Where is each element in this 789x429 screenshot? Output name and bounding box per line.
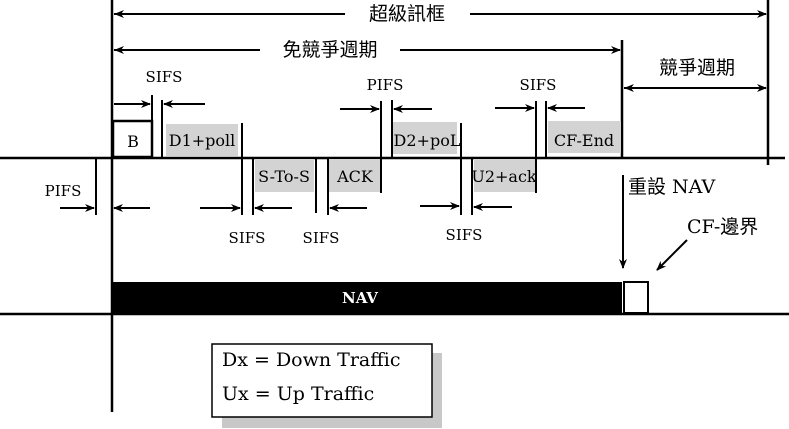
- pifs-label: PIFS: [367, 76, 404, 94]
- legend-line-1: Dx = Down Traffic: [222, 349, 400, 371]
- sifs-label: SIFS: [446, 226, 483, 244]
- d2-poll-label: D2+poL: [394, 131, 461, 150]
- cf-end-frame: [548, 121, 621, 153]
- arrowhead-icon: [624, 84, 634, 92]
- d2-poll-frame: [393, 122, 457, 154]
- legend-line-2: Ux = Up Traffic: [222, 383, 374, 405]
- d1-poll-label: D1+poll: [169, 131, 236, 150]
- ack-label: ACK: [336, 167, 374, 186]
- nav-bar: [112, 282, 622, 314]
- s-to-s-label: S-To-S: [258, 167, 310, 186]
- arrowhead-icon: [114, 10, 124, 18]
- legend-box: [211, 343, 433, 418]
- cf-end-label: CF-End: [554, 131, 614, 150]
- sifs-label: SIFS: [520, 76, 557, 94]
- u2-ack-frame: [474, 159, 535, 192]
- cf-boundary-box: [623, 281, 649, 314]
- reset-nav-label: 重設 NAV: [628, 176, 715, 198]
- u2-ack-label: U2+ack: [471, 167, 537, 186]
- nav-label: NAV: [342, 289, 378, 307]
- sifs-label: SIFS: [229, 229, 266, 247]
- beacon-label: B: [127, 132, 139, 151]
- superframe-label: 超級訊框: [369, 3, 445, 25]
- cf-boundary-label: CF-邊界: [687, 216, 758, 238]
- arrowhead-icon: [114, 46, 124, 54]
- ack-frame: [329, 159, 380, 192]
- beacon-frame: [111, 119, 154, 159]
- cfp-label: 免競爭週期: [282, 39, 377, 61]
- cf-boundary-arrow: [656, 239, 688, 271]
- pifs-label: PIFS: [45, 182, 82, 200]
- cp-label: 競爭週期: [659, 57, 735, 79]
- sifs-label: SIFS: [303, 229, 340, 247]
- d1-poll-frame: [166, 124, 238, 156]
- s-to-s-frame: [255, 159, 314, 192]
- sifs-label: SIFS: [146, 68, 183, 86]
